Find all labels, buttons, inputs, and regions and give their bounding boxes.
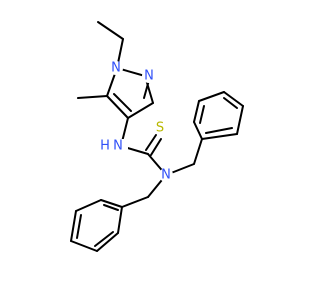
atom-mask bbox=[142, 69, 156, 83]
bond bbox=[236, 105, 244, 135]
atom-h-label: H bbox=[100, 139, 110, 154]
atom-mask bbox=[153, 121, 167, 135]
bond bbox=[97, 21, 124, 40]
bond bbox=[193, 138, 203, 165]
bond bbox=[106, 95, 129, 119]
bond bbox=[150, 138, 162, 156]
structure-canvas: N N H N S N bbox=[70, 21, 244, 252]
bond bbox=[145, 134, 157, 151]
bond bbox=[100, 199, 123, 208]
bond bbox=[193, 100, 200, 123]
bond bbox=[70, 210, 77, 242]
bond bbox=[121, 196, 149, 208]
bond bbox=[94, 231, 114, 247]
bond bbox=[103, 204, 119, 211]
molecule-diagram: N N H N S N bbox=[70, 21, 244, 252]
atom-s-label: S bbox=[156, 121, 164, 136]
atom-layer: N N H N S N bbox=[100, 61, 173, 183]
bond-layer bbox=[70, 21, 244, 252]
atom-mask bbox=[100, 139, 128, 154]
bond bbox=[198, 91, 225, 102]
atom-n3-label: N bbox=[161, 168, 171, 183]
bond bbox=[143, 79, 150, 99]
atom-mask bbox=[109, 61, 123, 75]
bond bbox=[113, 93, 132, 112]
bond bbox=[223, 91, 244, 107]
atom-mask bbox=[159, 168, 173, 182]
bond bbox=[96, 232, 119, 252]
bond bbox=[117, 206, 123, 234]
bond bbox=[70, 240, 98, 252]
atom-nh-label: N bbox=[113, 139, 123, 154]
bond bbox=[199, 105, 205, 124]
bond bbox=[201, 133, 238, 140]
atom-n1-label: N bbox=[111, 61, 121, 76]
bond bbox=[205, 127, 233, 134]
bond bbox=[77, 95, 108, 99]
bond bbox=[76, 214, 82, 239]
atom-n2-label: N bbox=[144, 69, 154, 84]
bond bbox=[193, 121, 203, 140]
bond bbox=[223, 97, 238, 109]
bond bbox=[75, 199, 102, 212]
bond bbox=[127, 102, 154, 119]
